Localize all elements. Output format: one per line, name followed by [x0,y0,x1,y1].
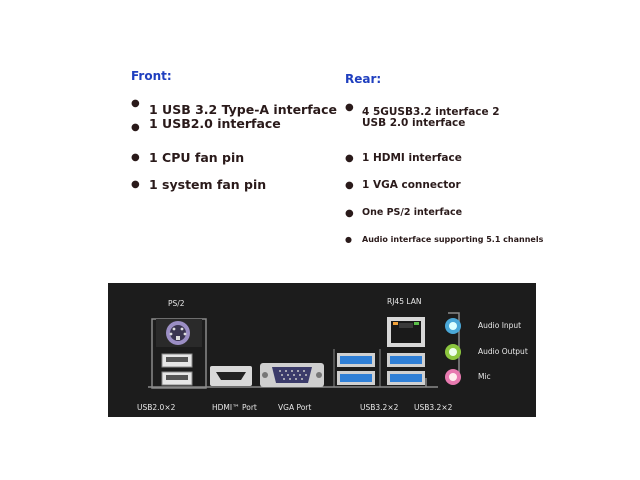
list-item: ● Audio interface supporting 5.1 channel… [345,235,544,244]
usb20-label: USB2.0×2 [137,403,176,412]
bullet-icon: ● [131,152,140,163]
audio-output-jack-icon [445,344,461,360]
bullet-icon: ● [345,208,354,219]
bullet-icon: ● [345,102,354,113]
audio-input-label: Audio Input [478,321,522,330]
hdmi-label: HDMI™ Port [212,403,257,412]
bullet-icon: ● [345,180,354,191]
usb32-port-icon [337,353,375,385]
usb32-port-icon [387,353,425,385]
audio-output-label: Audio Output [478,347,528,356]
mic-jack-icon [445,369,461,385]
rear-heading: Rear: [345,72,382,86]
list-item: ● One PS/2 interface [345,207,463,219]
bullet-icon: ● [131,98,140,109]
list-item: ● 1 VGA connector [345,179,461,191]
hdmi-port-icon [210,366,252,386]
front-heading: Front: [131,69,172,83]
usb32-label: USB3.2×2 [360,403,399,412]
bullet-icon: ● [131,179,140,190]
list-item: ● 1 USB 3.2 Type-A interface 1 USB2.0 in… [131,98,337,133]
ps2-port-icon [156,319,202,347]
io-panel-drawing [148,312,461,389]
list-item: ● 4 5GUSB3.2 interface 2 USB 2.0 interfa… [345,102,500,129]
list-item: ● 1 system fan pin [131,177,267,192]
list-item: ● 1 CPU fan pin [131,150,245,165]
mic-label: Mic [478,372,491,381]
usb20-port-icon [161,353,193,386]
rear-io-panel: PS/2 RJ45 LAN USB2.0×2 HDMI™ Port VGA Po… [108,283,536,417]
ps2-label: PS/2 [168,299,185,308]
bullet-icon: ● [345,235,352,244]
bullet-icon: ● [131,122,140,133]
rj45-port-icon [387,317,425,347]
vga-label: VGA Port [278,403,312,412]
bullet-icon: ● [345,153,354,164]
rj45-label: RJ45 LAN [387,297,422,306]
audio-input-jack-icon [445,318,461,334]
usb32-label: USB3.2×2 [414,403,453,412]
vga-port-icon [260,363,324,387]
list-item: ● 1 HDMI interface [345,152,462,164]
